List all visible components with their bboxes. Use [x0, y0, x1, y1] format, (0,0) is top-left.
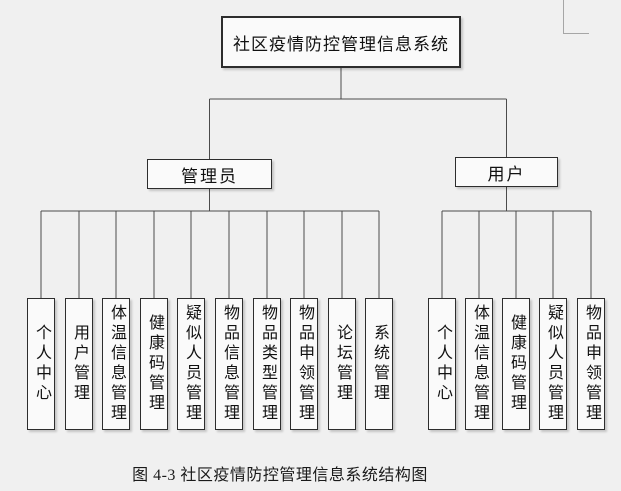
- leaf-node-user-suspected-person-mgmt: 疑似人员管理: [539, 298, 567, 430]
- leaf-node-admin-forum-mgmt: 论坛管理: [328, 298, 356, 430]
- leaf-node-admin-health-code-mgmt: 健康码管理: [140, 298, 168, 430]
- leaf-node-admin-suspected-person-mgmt: 疑似人员管理: [177, 298, 205, 430]
- leaf-node-admin-item-info-mgmt: 物品信息管理: [215, 298, 243, 430]
- leaf-node-admin-system-mgmt: 系统管理: [365, 298, 393, 430]
- figure-caption: 图 4-3 社区疫情防控管理信息系统结构图: [132, 467, 428, 484]
- leaf-node-admin-item-claim-mgmt: 物品申领管理: [290, 298, 318, 430]
- leaf-node-user-temperature-info-mgmt: 体温信息管理: [465, 298, 493, 430]
- leaf-node-user-item-claim-mgmt: 物品申领管理: [577, 298, 605, 430]
- leaf-node-user-health-code-mgmt: 健康码管理: [502, 298, 530, 430]
- leaf-node-user-personal-center: 个人中心: [428, 298, 456, 430]
- leaf-node-admin-personal-center: 个人中心: [27, 298, 55, 430]
- leaf-node-admin-item-type-mgmt: 物品类型管理: [253, 298, 281, 430]
- branch-node-user: 用户: [455, 157, 558, 187]
- root-node-label: 社区疫情防控管理信息系统: [233, 34, 449, 54]
- leaf-node-admin-user-mgmt: 用户管理: [65, 298, 93, 430]
- branch-admin-label: 管理员: [181, 166, 238, 186]
- branch-node-admin: 管理员: [147, 159, 272, 189]
- scroll-track-fragment: [563, 0, 589, 34]
- root-node: 社区疫情防控管理信息系统: [221, 16, 461, 68]
- leaf-node-admin-temperature-info-mgmt: 体温信息管理: [102, 298, 130, 430]
- branch-user-label: 用户: [487, 164, 526, 184]
